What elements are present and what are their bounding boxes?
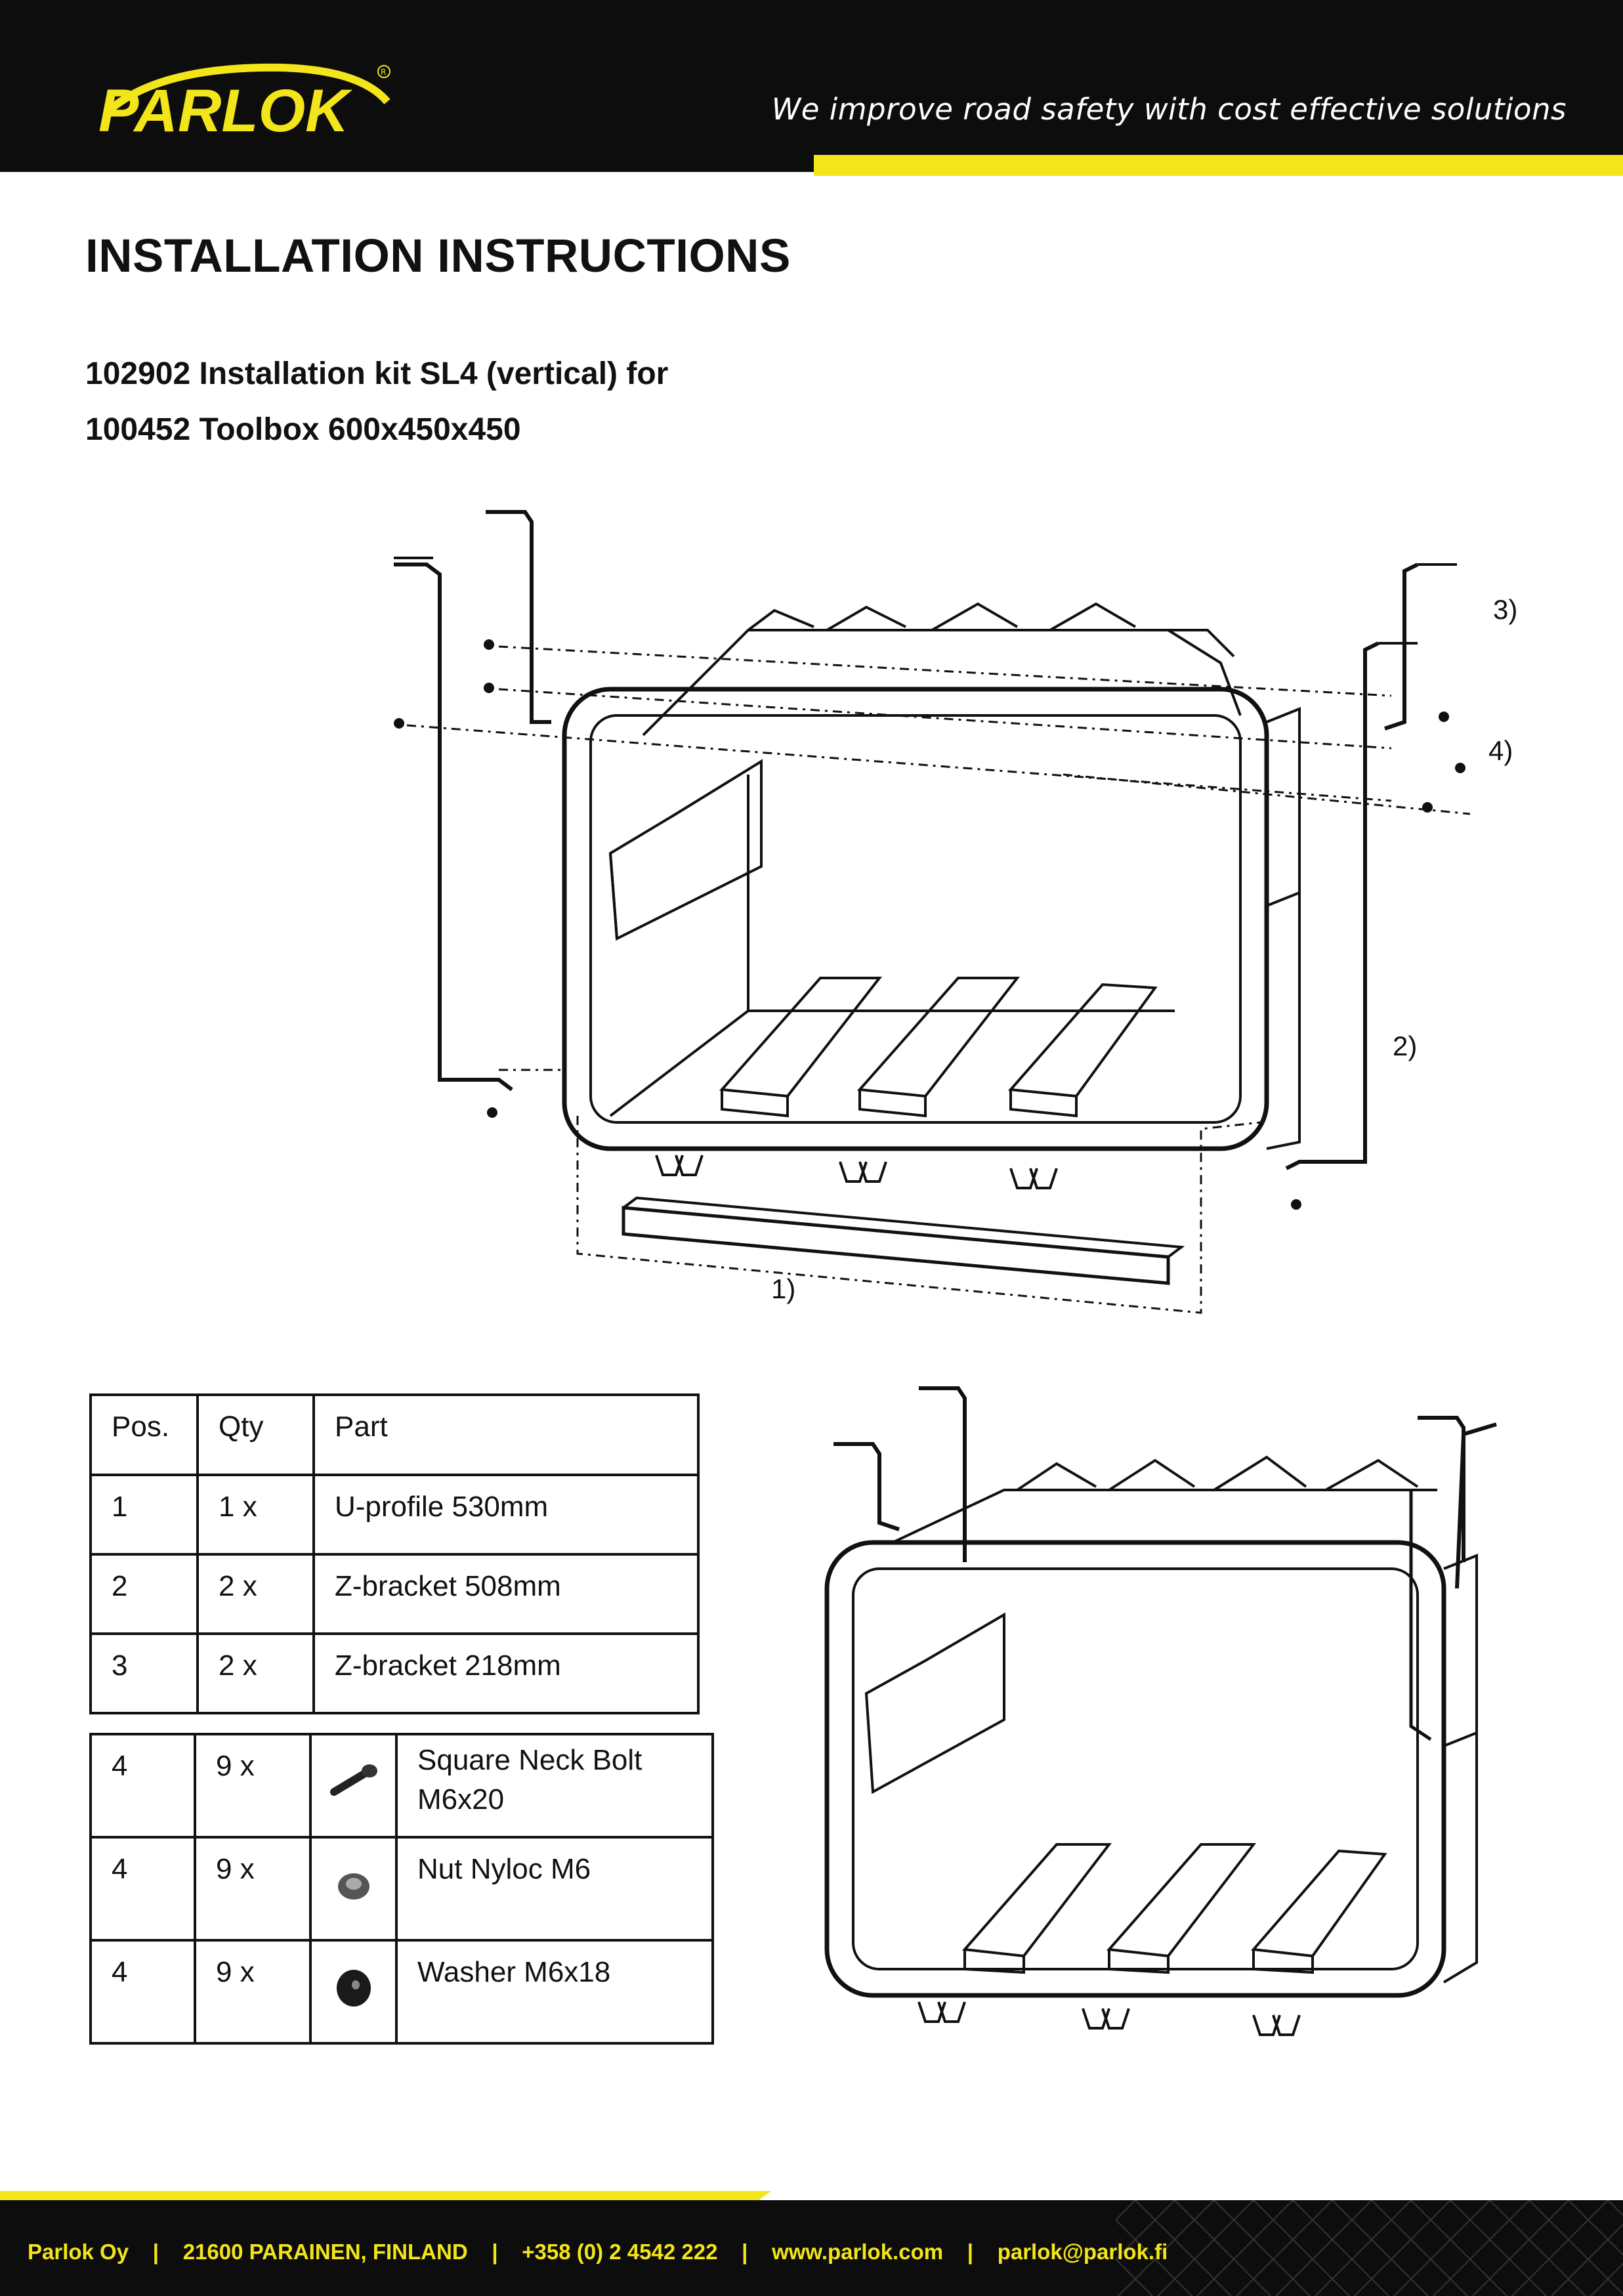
subtitle-line-2: 100452 Toolbox 600x450x450 (85, 412, 521, 447)
row-icon-cell (309, 1939, 398, 2045)
footer-separator: | (152, 2240, 159, 2264)
row-icon-cell (309, 1836, 398, 1942)
row-part: U-profile 530mm (312, 1474, 700, 1556)
subtitle-line-1: 102902 Installation kit SL4 (vertical) f… (85, 356, 669, 391)
footer-separator: | (967, 2240, 973, 2264)
washer-icon (336, 1970, 371, 2007)
row-qty: 9 x (194, 1939, 312, 2045)
row-qty: 2 x (196, 1553, 315, 1635)
diagram-label-4: 4) (1488, 735, 1513, 766)
page-title: INSTALLATION INSTRUCTIONS (85, 230, 791, 282)
row-pos: 4 (89, 1836, 196, 1942)
part-name-line-1: Square Neck Bolt (417, 1744, 643, 1776)
header-accent-stripe (814, 155, 1623, 176)
parlok-logo: PARLOK R (98, 63, 390, 138)
footer-company: Parlok Oy (28, 2240, 129, 2264)
row-pos: 2 (89, 1553, 199, 1635)
assembled-view-diagram (824, 1386, 1497, 2036)
row-qty: 9 x (194, 1836, 312, 1942)
header-part: Part (312, 1393, 700, 1476)
row-part: Z-bracket 218mm (312, 1632, 700, 1714)
footer-diamond-pattern (1116, 2200, 1623, 2296)
parts-table: Pos. Qty Part 1 1 x U-profile 530mm 2 2 … (89, 1393, 700, 1714)
diagram-label-3: 3) (1493, 594, 1518, 625)
nut-icon (337, 1873, 369, 1900)
row-part: Square Neck Bolt M6x20 (395, 1733, 714, 1839)
svg-text:R: R (381, 68, 386, 77)
table-row: 4 9 x Washer M6x18 (89, 1939, 714, 2045)
table-row: 4 9 x Square Neck Bolt M6x20 (89, 1733, 714, 1839)
diagram-label-1: 1) (771, 1273, 796, 1304)
header-pos: Pos. (89, 1393, 199, 1476)
footer-email[interactable]: parlok@parlok.fi (997, 2240, 1168, 2264)
footer-separator: | (742, 2240, 748, 2264)
row-part: Nut Nyloc M6 (395, 1836, 714, 1942)
footer-separator: | (492, 2240, 498, 2264)
table-header-row: Pos. Qty Part (89, 1393, 700, 1476)
row-pos: 4 (89, 1733, 196, 1839)
page-header: PARLOK R We improve road safety with cos… (0, 0, 1623, 172)
logo-text: PARLOK (98, 77, 353, 138)
footer-address: 21600 PARAINEN, FINLAND (182, 2240, 468, 2264)
row-qty: 1 x (196, 1474, 315, 1556)
table-row: 2 2 x Z-bracket 508mm (89, 1553, 700, 1635)
diagram-label-2: 2) (1393, 1031, 1418, 1061)
row-pos: 4 (89, 1939, 196, 2045)
footer-contact-line: Parlok Oy | 21600 PARAINEN, FINLAND | +3… (28, 2240, 1168, 2264)
table-row: 1 1 x U-profile 530mm (89, 1474, 700, 1556)
exploded-assembly-diagram (394, 510, 1471, 1314)
page-footer (0, 2200, 1623, 2296)
row-pos: 3 (89, 1632, 199, 1714)
table-row: 4 9 x Nut Nyloc M6 (89, 1836, 714, 1942)
row-qty: 2 x (196, 1632, 315, 1714)
row-icon-cell (309, 1733, 398, 1839)
hardware-table: 4 9 x Square Neck Bolt M6x20 4 9 x Nut N… (89, 1733, 714, 2045)
row-part: Z-bracket 508mm (312, 1553, 700, 1635)
bolt-icon (329, 1764, 377, 1796)
row-qty: 9 x (194, 1733, 312, 1839)
row-pos: 1 (89, 1474, 199, 1556)
footer-website[interactable]: www.parlok.com (772, 2240, 944, 2264)
slogan: We improve road safety with cost effecti… (771, 92, 1567, 127)
part-name-line-2: M6x20 (417, 1783, 505, 1816)
footer-phone: +358 (0) 2 4542 222 (522, 2240, 718, 2264)
table-row: 3 2 x Z-bracket 218mm (89, 1632, 700, 1714)
row-part: Washer M6x18 (395, 1939, 714, 2045)
header-qty: Qty (196, 1393, 315, 1476)
